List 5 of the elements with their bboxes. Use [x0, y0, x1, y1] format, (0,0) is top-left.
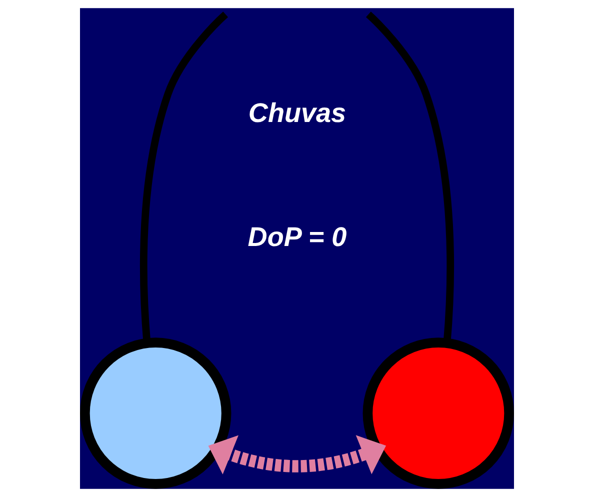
- label: DoP = 0: [248, 222, 347, 252]
- label: Chuvas: [248, 98, 346, 128]
- node-circle: [80, 338, 232, 489]
- node-circle: [362, 338, 514, 489]
- arrow: [208, 435, 386, 474]
